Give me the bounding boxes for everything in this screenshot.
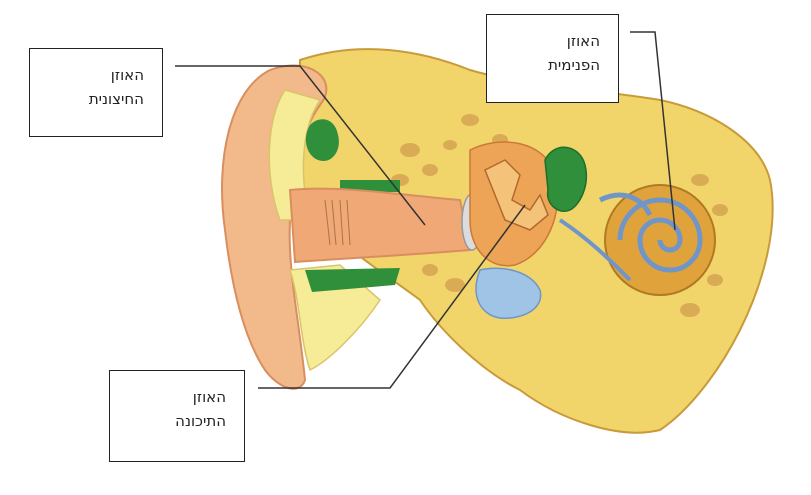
- label-outer-ear: האוזן החיצונית: [29, 48, 163, 137]
- leader-line-middle: [258, 204, 526, 389]
- eustachian-tube: [475, 267, 542, 319]
- label-inner-ear: האוזן הפנימית: [486, 14, 619, 103]
- cochlear-nerve: [598, 192, 653, 217]
- ossicles: [484, 159, 549, 231]
- label-inner-ear-line1: האוזן: [566, 32, 600, 50]
- leader-lines: [175, 31, 676, 389]
- green-tissue-upper: [305, 119, 339, 161]
- ear-canal-hairs: [324, 199, 351, 246]
- semicircular-canals: [544, 146, 587, 212]
- label-outer-ear-line2: החיצונית: [88, 90, 144, 108]
- cochlea-spiral: [617, 197, 703, 273]
- label-middle-ear-line1: האוזן: [192, 388, 226, 406]
- green-tissue-band-lower: [305, 268, 400, 292]
- spongy-bone-texture: [391, 114, 728, 317]
- vestibular-connection: [558, 218, 632, 282]
- label-inner-ear-line2: הפנימית: [548, 56, 600, 74]
- label-outer-ear-line1: האוזן: [110, 66, 144, 84]
- leader-line-outer: [175, 65, 426, 226]
- label-middle-ear-line2: התיכונה: [175, 412, 226, 430]
- ear-canal: [288, 187, 472, 264]
- label-middle-ear: האוזן התיכונה: [109, 370, 245, 462]
- leader-line-inner: [630, 31, 676, 231]
